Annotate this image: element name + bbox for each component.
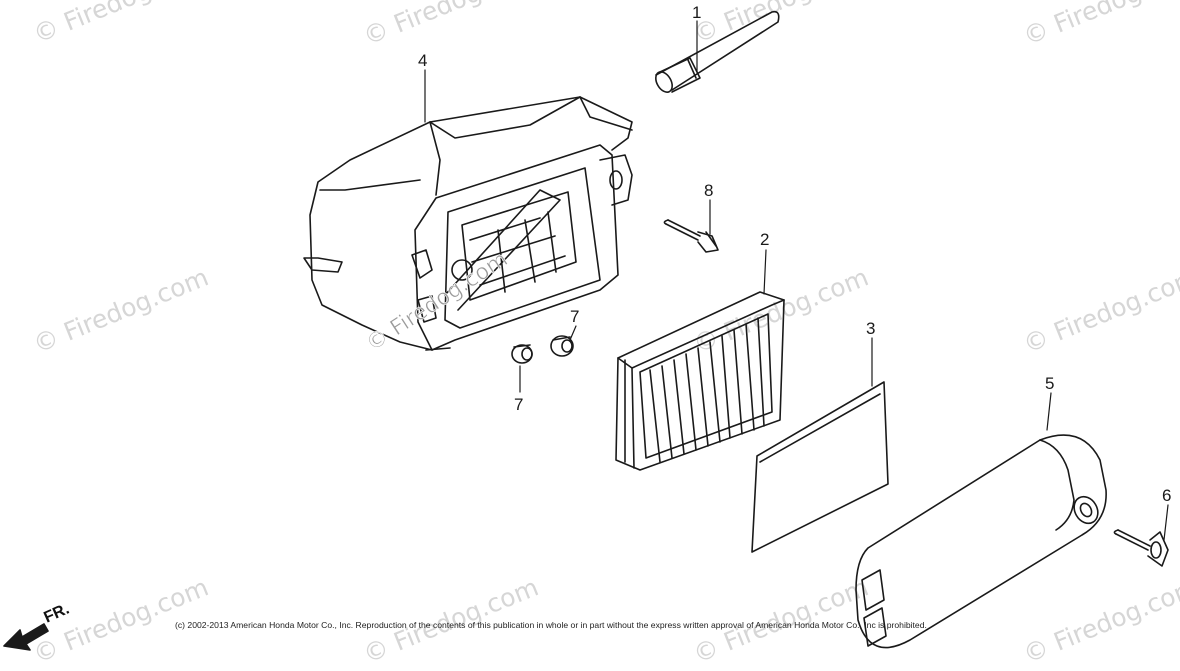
air-cleaner-case-part [303,96,633,351]
callout-8: 8 [704,181,713,200]
front-arrow-icon [3,623,49,651]
callout-7: 7 [514,395,523,414]
callout-4: 4 [418,51,427,70]
callout-6: 6 [1162,486,1171,505]
callout-5: 5 [1045,374,1054,393]
callout-3: 3 [866,319,875,338]
air-cleaner-cover-part [855,434,1107,649]
callout-1: 1 [692,3,701,22]
pre-filter-part [751,381,889,553]
breather-tube-part [655,10,780,93]
callout-2: 2 [760,230,769,249]
watermark-inline: © Firedog.com [362,247,513,357]
callout-7: 7 [570,307,579,326]
copyright-notice: (c) 2002-2013 American Honda Motor Co., … [175,620,927,630]
air-filter-element-part [615,291,785,471]
wing-bolt-part [1113,529,1169,567]
bolt-part-8 [663,219,719,253]
leader-lines [424,20,1169,541]
grommet-part-7 [511,335,574,364]
